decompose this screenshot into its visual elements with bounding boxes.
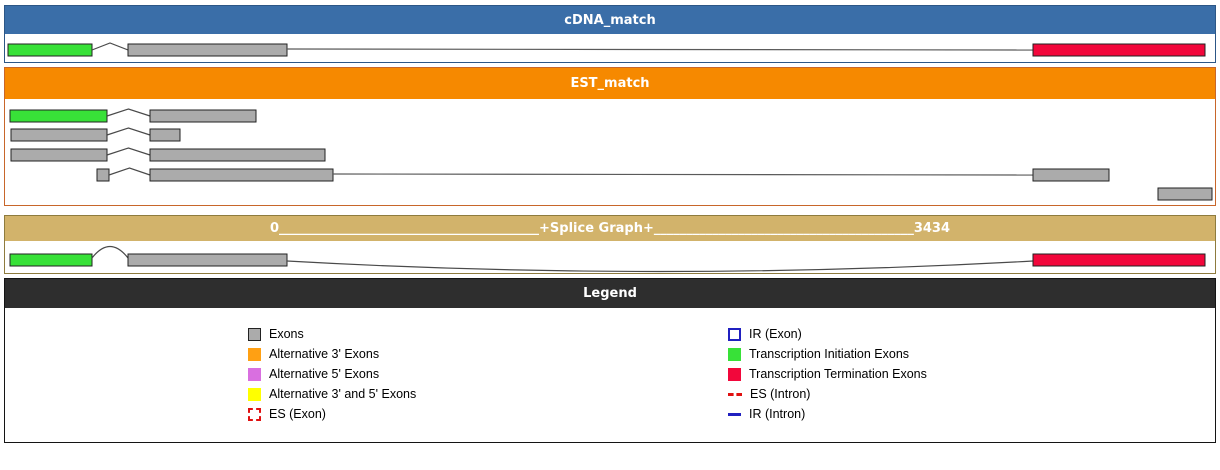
match-line	[286, 48, 1034, 51]
exon	[127, 43, 288, 57]
transcription-termination-exon	[1032, 43, 1206, 57]
legend-item-transcription-initiation-exons: Transcription Initiation Exons	[728, 347, 927, 362]
exon	[149, 128, 181, 142]
est-match-section: EST_match	[4, 67, 1216, 206]
legend-label: IR (Intron)	[749, 407, 806, 422]
exons-swatch-icon	[248, 328, 261, 342]
cdna-match-track-area	[5, 34, 1215, 62]
transcription-initiation-exon	[9, 109, 108, 123]
est-match-title: EST_match	[570, 76, 650, 91]
transcription-termination-exons-swatch-icon	[728, 368, 741, 382]
exon	[96, 168, 110, 182]
legend-label: IR (Exon)	[749, 327, 802, 342]
alternative-3-exons-swatch-icon	[248, 348, 261, 362]
legend-header: Legend	[5, 279, 1215, 308]
legend-label: ES (Exon)	[269, 407, 326, 422]
legend-label: Alternative 3' Exons	[269, 347, 380, 362]
legend-label: Transcription Termination Exons	[749, 367, 927, 382]
legend-item-alternative-3-and-5-exons: Alternative 3' and 5' Exons	[248, 387, 417, 402]
est-match-track-area	[5, 99, 1215, 205]
legend-item-alternative-5-exons: Alternative 5' Exons	[248, 367, 416, 382]
cdna-match-header: cDNA_match	[5, 6, 1215, 34]
splice-arc	[91, 245, 129, 259]
alternative-5-exons-swatch-icon	[248, 368, 261, 382]
splice-graph-ruler-title: 0_______________________________________…	[269, 221, 951, 236]
est-match-header: EST_match	[5, 68, 1215, 99]
cdna-match-section: cDNA_match	[4, 5, 1216, 63]
legend-item-ir-intron: IR (Intron)	[728, 408, 927, 421]
legend-item-ir-exon: IR (Exon)	[728, 327, 927, 342]
legend-label: Exons	[269, 327, 304, 342]
exon	[149, 148, 326, 162]
splice-arc	[286, 260, 1034, 273]
intron-line	[106, 127, 151, 136]
splice-graph-page: cDNA_match EST_match 0__________________…	[0, 5, 1220, 443]
exon	[1032, 168, 1110, 182]
transcription-initiation-exons-swatch-icon	[728, 348, 741, 362]
intron-line	[106, 108, 151, 117]
legend-item-transcription-termination-exons: Transcription Termination Exons	[728, 367, 927, 382]
ir-exon-swatch-icon	[728, 328, 741, 342]
intron-line	[106, 147, 151, 156]
legend-item-es-intron: ES (Intron)	[728, 388, 927, 401]
transcription-initiation-exon	[7, 43, 93, 57]
legend-item-es-exon: ES (Exon)	[248, 407, 416, 422]
legend-title: Legend	[583, 286, 637, 301]
splice-graph-header: 0_______________________________________…	[5, 216, 1215, 241]
legend-label: ES (Intron)	[750, 387, 811, 402]
alternative-3-and-5-exons-swatch-icon	[248, 388, 261, 402]
splice-graph-section: 0_______________________________________…	[4, 215, 1216, 274]
cdna-match-track	[7, 42, 1206, 57]
exon	[149, 109, 257, 123]
exon	[10, 128, 108, 142]
cdna-match-title: cDNA_match	[564, 12, 656, 28]
transcription-initiation-exon	[9, 253, 93, 267]
legend-item-alternative-3-exons: Alternative 3' Exons	[248, 347, 416, 362]
transcription-termination-exon	[1032, 253, 1206, 267]
exon	[127, 253, 288, 267]
exon	[149, 168, 334, 182]
legend-label: Alternative 3' and 5' Exons	[269, 387, 417, 402]
exon	[1157, 187, 1213, 201]
intron-line	[91, 42, 129, 51]
legend-item-exons: Exons	[248, 327, 416, 342]
splice-graph-track-area	[5, 241, 1215, 273]
legend-label: Transcription Initiation Exons	[749, 347, 910, 362]
ir-intron-swatch-icon	[728, 413, 741, 417]
est-match-track	[9, 108, 1213, 201]
es-exon-swatch-icon	[248, 408, 261, 422]
legend-label: Alternative 5' Exons	[269, 367, 380, 382]
es-intron-swatch-icon	[728, 393, 742, 397]
match-line	[332, 173, 1034, 176]
intron-line	[108, 167, 151, 176]
splice-graph-track	[9, 245, 1206, 273]
exon	[10, 148, 108, 162]
